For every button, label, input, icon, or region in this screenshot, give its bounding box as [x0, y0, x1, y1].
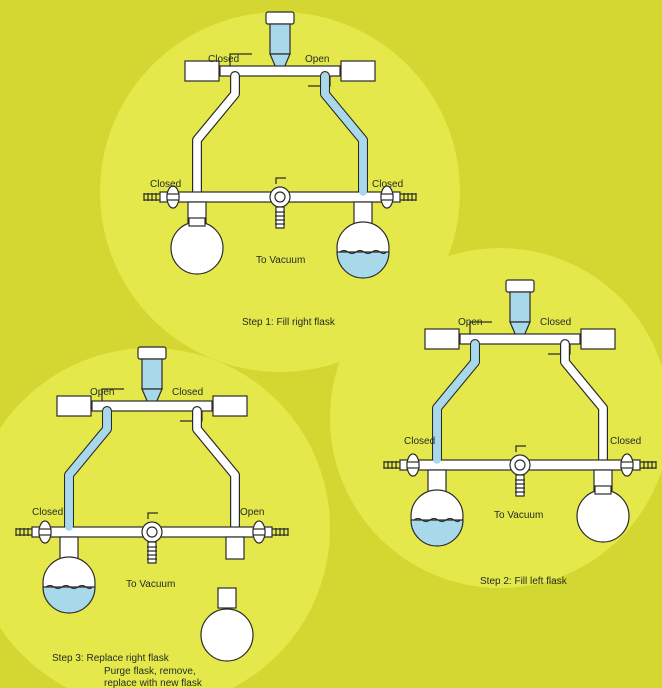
step-3-vacuum-label: To Vacuum — [126, 579, 175, 590]
step-1-top-right-label: Open — [305, 54, 329, 65]
step-1-fill-tube — [321, 72, 367, 196]
step-2-side-right-label: Closed — [610, 436, 641, 447]
step-2-apparatus: Open Closed Closed Closed To Vacuum Step… — [384, 280, 656, 587]
step-2-fill-tube — [433, 340, 479, 464]
step-2-vacuum-label: To Vacuum — [494, 510, 543, 521]
step-2-panel — [330, 248, 662, 588]
step-3-apparatus: Open Closed Closed Open To Vacuum Step 3… — [16, 347, 288, 688]
step-2-side-left-label: Closed — [404, 436, 435, 447]
step-2-top-left-label: Open — [458, 317, 482, 328]
step-3-side-left-label: Closed — [32, 507, 63, 518]
step-3-fill-tube — [65, 407, 111, 531]
step-1-caption: Step 1: Fill right flask — [242, 317, 336, 328]
step-1-side-right-label: Closed — [372, 179, 403, 190]
step-3-side-right-label: Open — [240, 507, 264, 518]
step-2-top-right-label: Closed — [540, 317, 571, 328]
step-3-top-right-label: Closed — [172, 387, 203, 398]
step-3-panel — [0, 348, 330, 688]
step-2-caption: Step 2: Fill left flask — [480, 576, 568, 587]
step-3-sub-caption: Purge flask, remove,replace with new fla… — [104, 666, 203, 688]
step-1-top-left-label: Closed — [208, 54, 239, 65]
step-1-apparatus: Closed Open Closed Closed To Vacuum Step… — [144, 12, 416, 328]
step-1-vacuum-label: To Vacuum — [256, 255, 305, 266]
step-3-top-left-label: Open — [90, 387, 114, 398]
step-1-side-left-label: Closed — [150, 179, 181, 190]
step-3-caption: Step 3: Replace right flask — [52, 653, 170, 664]
